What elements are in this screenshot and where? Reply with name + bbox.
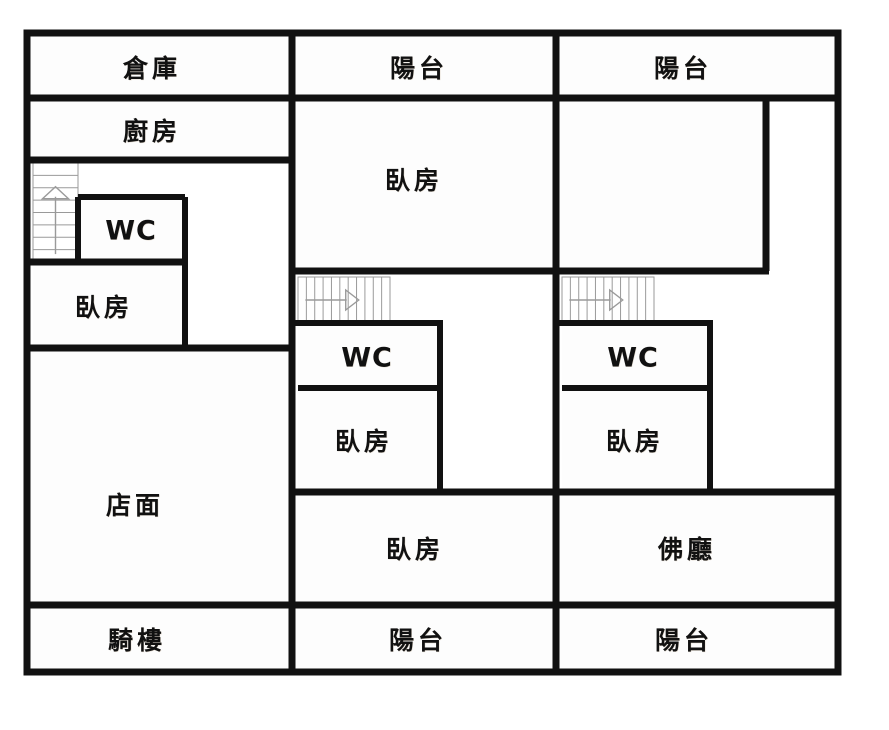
wall-col-div-2 xyxy=(552,33,560,672)
wall-bedroom-left-right xyxy=(182,197,188,348)
stair-direction-arrow-right xyxy=(305,288,360,312)
room-area-bedroom-mid-ctr[interactable] xyxy=(298,388,438,492)
wall-right-core-right xyxy=(707,323,713,492)
room-area-buddhist-hall[interactable] xyxy=(556,492,838,605)
wall-left-warehouse-bot xyxy=(27,94,292,102)
wall-mid-core-right xyxy=(437,323,443,492)
room-area-balcony-right-bot[interactable] xyxy=(556,605,838,672)
wall-mid-balcony-bot xyxy=(292,94,556,102)
wall-right-room-right xyxy=(762,98,770,271)
wall-layer xyxy=(23,29,842,676)
stair-direction-arrow-up xyxy=(40,185,71,255)
wall-left-stairzone-bot xyxy=(27,258,185,266)
wall-left-kitchen-bot xyxy=(27,156,292,164)
wall-right-hall-bot xyxy=(556,601,838,609)
staircase-right xyxy=(561,276,655,324)
wall-mid-wc-bot xyxy=(298,385,443,391)
room-area-bedroom-right[interactable] xyxy=(562,388,710,492)
room-area-wc-left[interactable] xyxy=(78,197,185,262)
wall-left-bedroom-bot xyxy=(27,344,292,352)
room-area-bedroom-mid-bot[interactable] xyxy=(292,492,556,605)
wall-outer-outline xyxy=(23,29,842,676)
staircase-layer xyxy=(32,162,655,324)
wall-right-wc-bot xyxy=(562,385,713,391)
room-area-storefront[interactable] xyxy=(27,348,292,605)
room-area-balcony-mid-top[interactable] xyxy=(292,33,556,98)
stair-direction-arrow-right xyxy=(569,288,624,312)
staircase-middle xyxy=(297,276,391,324)
room-area-bedroom-left[interactable] xyxy=(33,262,185,348)
room-area-kitchen[interactable] xyxy=(27,98,292,160)
room-area-room-right-top[interactable] xyxy=(556,98,768,271)
wall-wc-left-left xyxy=(75,197,81,262)
room-area-warehouse[interactable] xyxy=(27,33,292,98)
wall-right-balcony-bot xyxy=(556,94,838,102)
wall-mid-core-bot xyxy=(292,488,556,496)
room-area-wc-right[interactable] xyxy=(562,323,710,388)
room-area-wc-mid[interactable] xyxy=(298,323,438,388)
room-area-bedroom-mid-top[interactable] xyxy=(292,98,556,271)
wall-left-store-bot xyxy=(27,601,292,609)
wall-wc-left-top xyxy=(78,194,185,200)
room-area-balcony-right-top[interactable] xyxy=(556,33,838,98)
wall-mid-bedroom2-bot xyxy=(292,601,556,609)
wall-col-div-1 xyxy=(288,33,296,672)
wall-mid-wc-top xyxy=(292,320,443,326)
wall-right-room-bot xyxy=(556,267,769,275)
wall-right-wc-top xyxy=(556,320,713,326)
wall-mid-bedroom-bot xyxy=(292,267,556,275)
wall-right-core-bot xyxy=(556,488,838,496)
room-fills xyxy=(27,33,838,672)
room-area-balcony-mid-bot[interactable] xyxy=(292,605,556,672)
room-area-arcade[interactable] xyxy=(27,605,292,672)
staircase-left xyxy=(32,162,79,263)
